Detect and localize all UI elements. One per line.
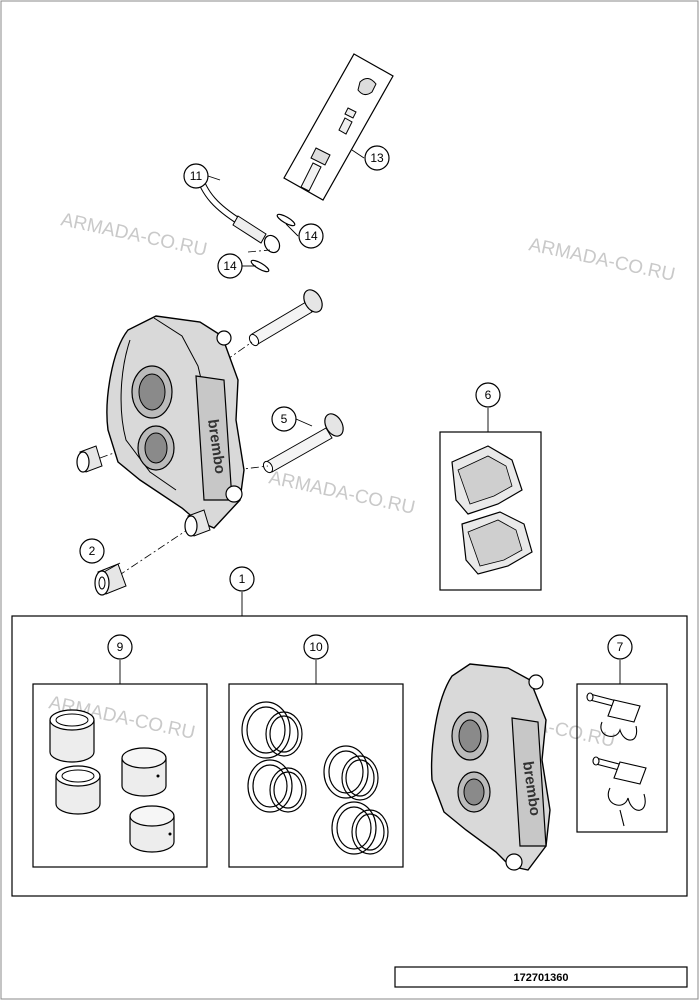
callout-1: 1 bbox=[229, 566, 255, 592]
seal-rings-kit bbox=[228, 683, 404, 868]
brake-line bbox=[194, 171, 281, 254]
seal-ring-1 bbox=[241, 701, 291, 759]
callout-5-label: 5 bbox=[281, 412, 288, 426]
brake-caliper-assembly: brembo bbox=[430, 663, 551, 871]
part-number: 172701360 bbox=[513, 972, 568, 984]
piston-2 bbox=[55, 765, 101, 815]
callout-6: 6 bbox=[475, 382, 501, 408]
callout-2: 2 bbox=[79, 538, 105, 564]
callout-13: 13 bbox=[364, 145, 390, 171]
callout-13-label: 13 bbox=[370, 151, 384, 165]
spacer-bushing-upper bbox=[76, 445, 103, 473]
callout-11-label: 11 bbox=[190, 169, 203, 183]
pad-pins-kit bbox=[576, 683, 668, 833]
seal-ring-8 bbox=[351, 809, 389, 855]
bleed-screw-kit bbox=[283, 53, 394, 201]
kit-box-13 bbox=[283, 53, 394, 201]
caliper-pin-upper bbox=[248, 289, 323, 347]
brake-pads-kit bbox=[439, 431, 542, 591]
callout-2-label: 2 bbox=[89, 544, 96, 558]
banjo-screw-shaft bbox=[300, 162, 322, 192]
callout-9-label: 9 bbox=[117, 640, 124, 654]
spacer-item-2 bbox=[94, 563, 127, 596]
callout-14-lower-label: 14 bbox=[223, 259, 237, 273]
watermark-1: ARMADA-CO.RU bbox=[59, 209, 209, 260]
leader-lines bbox=[103, 149, 621, 684]
banjo-eye bbox=[263, 234, 281, 254]
callout-14-upper-label: 14 bbox=[304, 229, 318, 243]
brake-caliper-main: brembo bbox=[106, 315, 245, 529]
watermark-3: ARMADA-CO.RU bbox=[267, 467, 417, 518]
sealing-ring-lower bbox=[250, 259, 270, 273]
seal-ring-7 bbox=[331, 801, 377, 855]
seal-ring-2 bbox=[265, 711, 303, 757]
callout-14-upper: 14 bbox=[298, 223, 324, 249]
kit-box-1 bbox=[11, 615, 688, 897]
banjo-screw-head bbox=[310, 147, 331, 166]
sealing-ring-upper bbox=[276, 213, 296, 227]
watermark-2: ARMADA-CO.RU bbox=[527, 234, 677, 285]
seal-ring-4 bbox=[269, 767, 307, 813]
pad-spring-2 bbox=[607, 787, 646, 811]
part-number-box: 172701360 bbox=[394, 966, 688, 988]
seal-ring-3 bbox=[247, 759, 293, 813]
pad-spring-1 bbox=[600, 721, 638, 741]
piston-1 bbox=[49, 709, 95, 763]
callout-9: 9 bbox=[107, 634, 133, 660]
callout-14-lower: 14 bbox=[217, 253, 243, 279]
callout-10-label: 10 bbox=[309, 640, 323, 654]
piston-3 bbox=[121, 747, 167, 797]
spacer-bushing-caliper bbox=[184, 509, 211, 537]
piston-4 bbox=[129, 805, 175, 853]
kit-box-7 bbox=[576, 683, 668, 833]
callout-11: 11 bbox=[183, 163, 209, 189]
callout-10: 10 bbox=[303, 634, 329, 660]
callout-1-label: 1 bbox=[239, 572, 246, 586]
seal-ring-6 bbox=[341, 755, 379, 801]
kit-box-6 bbox=[439, 431, 542, 591]
banjo-fitting bbox=[232, 215, 267, 244]
callout-6-label: 6 bbox=[485, 388, 492, 402]
callout-7-label: 7 bbox=[617, 640, 624, 654]
callout-5: 5 bbox=[271, 406, 297, 432]
callout-7: 7 bbox=[607, 634, 633, 660]
caliper-pin-lower bbox=[262, 413, 344, 474]
seal-ring-5 bbox=[323, 745, 369, 799]
bleed-cap bbox=[357, 78, 377, 96]
bleed-nipple bbox=[338, 107, 357, 135]
